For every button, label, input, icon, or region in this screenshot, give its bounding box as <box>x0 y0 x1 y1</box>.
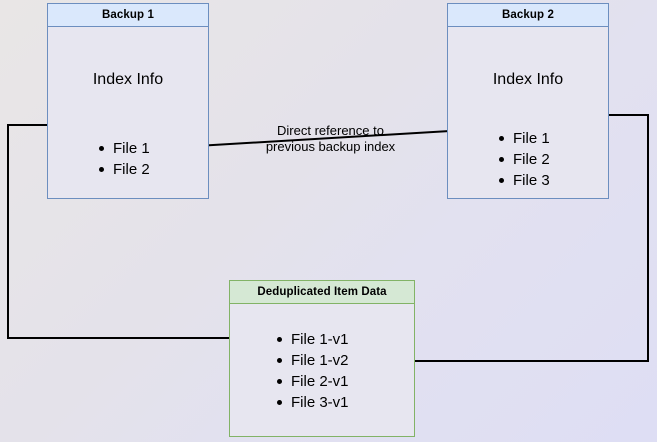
node-backup2-subtitle: Index Info <box>492 71 564 88</box>
node-dedup-body: File 1-v1 File 1-v2 File 2-v1 File 3-v1 <box>230 304 414 436</box>
list-item: File 1-v1 <box>274 329 349 350</box>
node-deduplicated-item-data[interactable]: Deduplicated Item Data File 1-v1 File 1-… <box>229 280 415 437</box>
node-backup1-subtitle: Index Info <box>92 71 164 88</box>
node-backup2-title: Backup 2 <box>448 4 608 27</box>
node-backup1-title: Backup 1 <box>48 4 208 27</box>
node-backup1[interactable]: Backup 1 Index Info File 1 File 2 <box>47 3 209 199</box>
list-item: File 2-v1 <box>274 371 349 392</box>
node-dedup-title: Deduplicated Item Data <box>230 281 414 304</box>
node-backup1-file-list: File 1 File 2 <box>96 138 150 180</box>
node-dedup-file-list: File 1-v1 File 1-v2 File 2-v1 File 3-v1 <box>274 329 349 413</box>
list-item: File 2 <box>496 149 550 170</box>
node-backup2-body: Index Info File 1 File 2 File 3 <box>448 27 608 198</box>
node-backup2-file-list: File 1 File 2 File 3 <box>496 128 550 191</box>
edge-backup2-to-backup1 <box>161 130 451 155</box>
list-item: File 1 <box>96 138 150 159</box>
list-item: File 1-v2 <box>274 350 349 371</box>
list-item: File 2 <box>96 159 150 180</box>
list-item: File 1 <box>496 128 550 149</box>
list-item: File 3 <box>496 170 550 191</box>
node-backup1-body: Index Info File 1 File 2 <box>48 27 208 198</box>
node-backup2[interactable]: Backup 2 Index Info File 1 File 2 File 3 <box>447 3 609 199</box>
edge-backup2-to-dedup <box>380 114 649 368</box>
edge-label-direct-reference: Direct reference to previous backup inde… <box>265 123 396 154</box>
list-item: File 3-v1 <box>274 392 349 413</box>
